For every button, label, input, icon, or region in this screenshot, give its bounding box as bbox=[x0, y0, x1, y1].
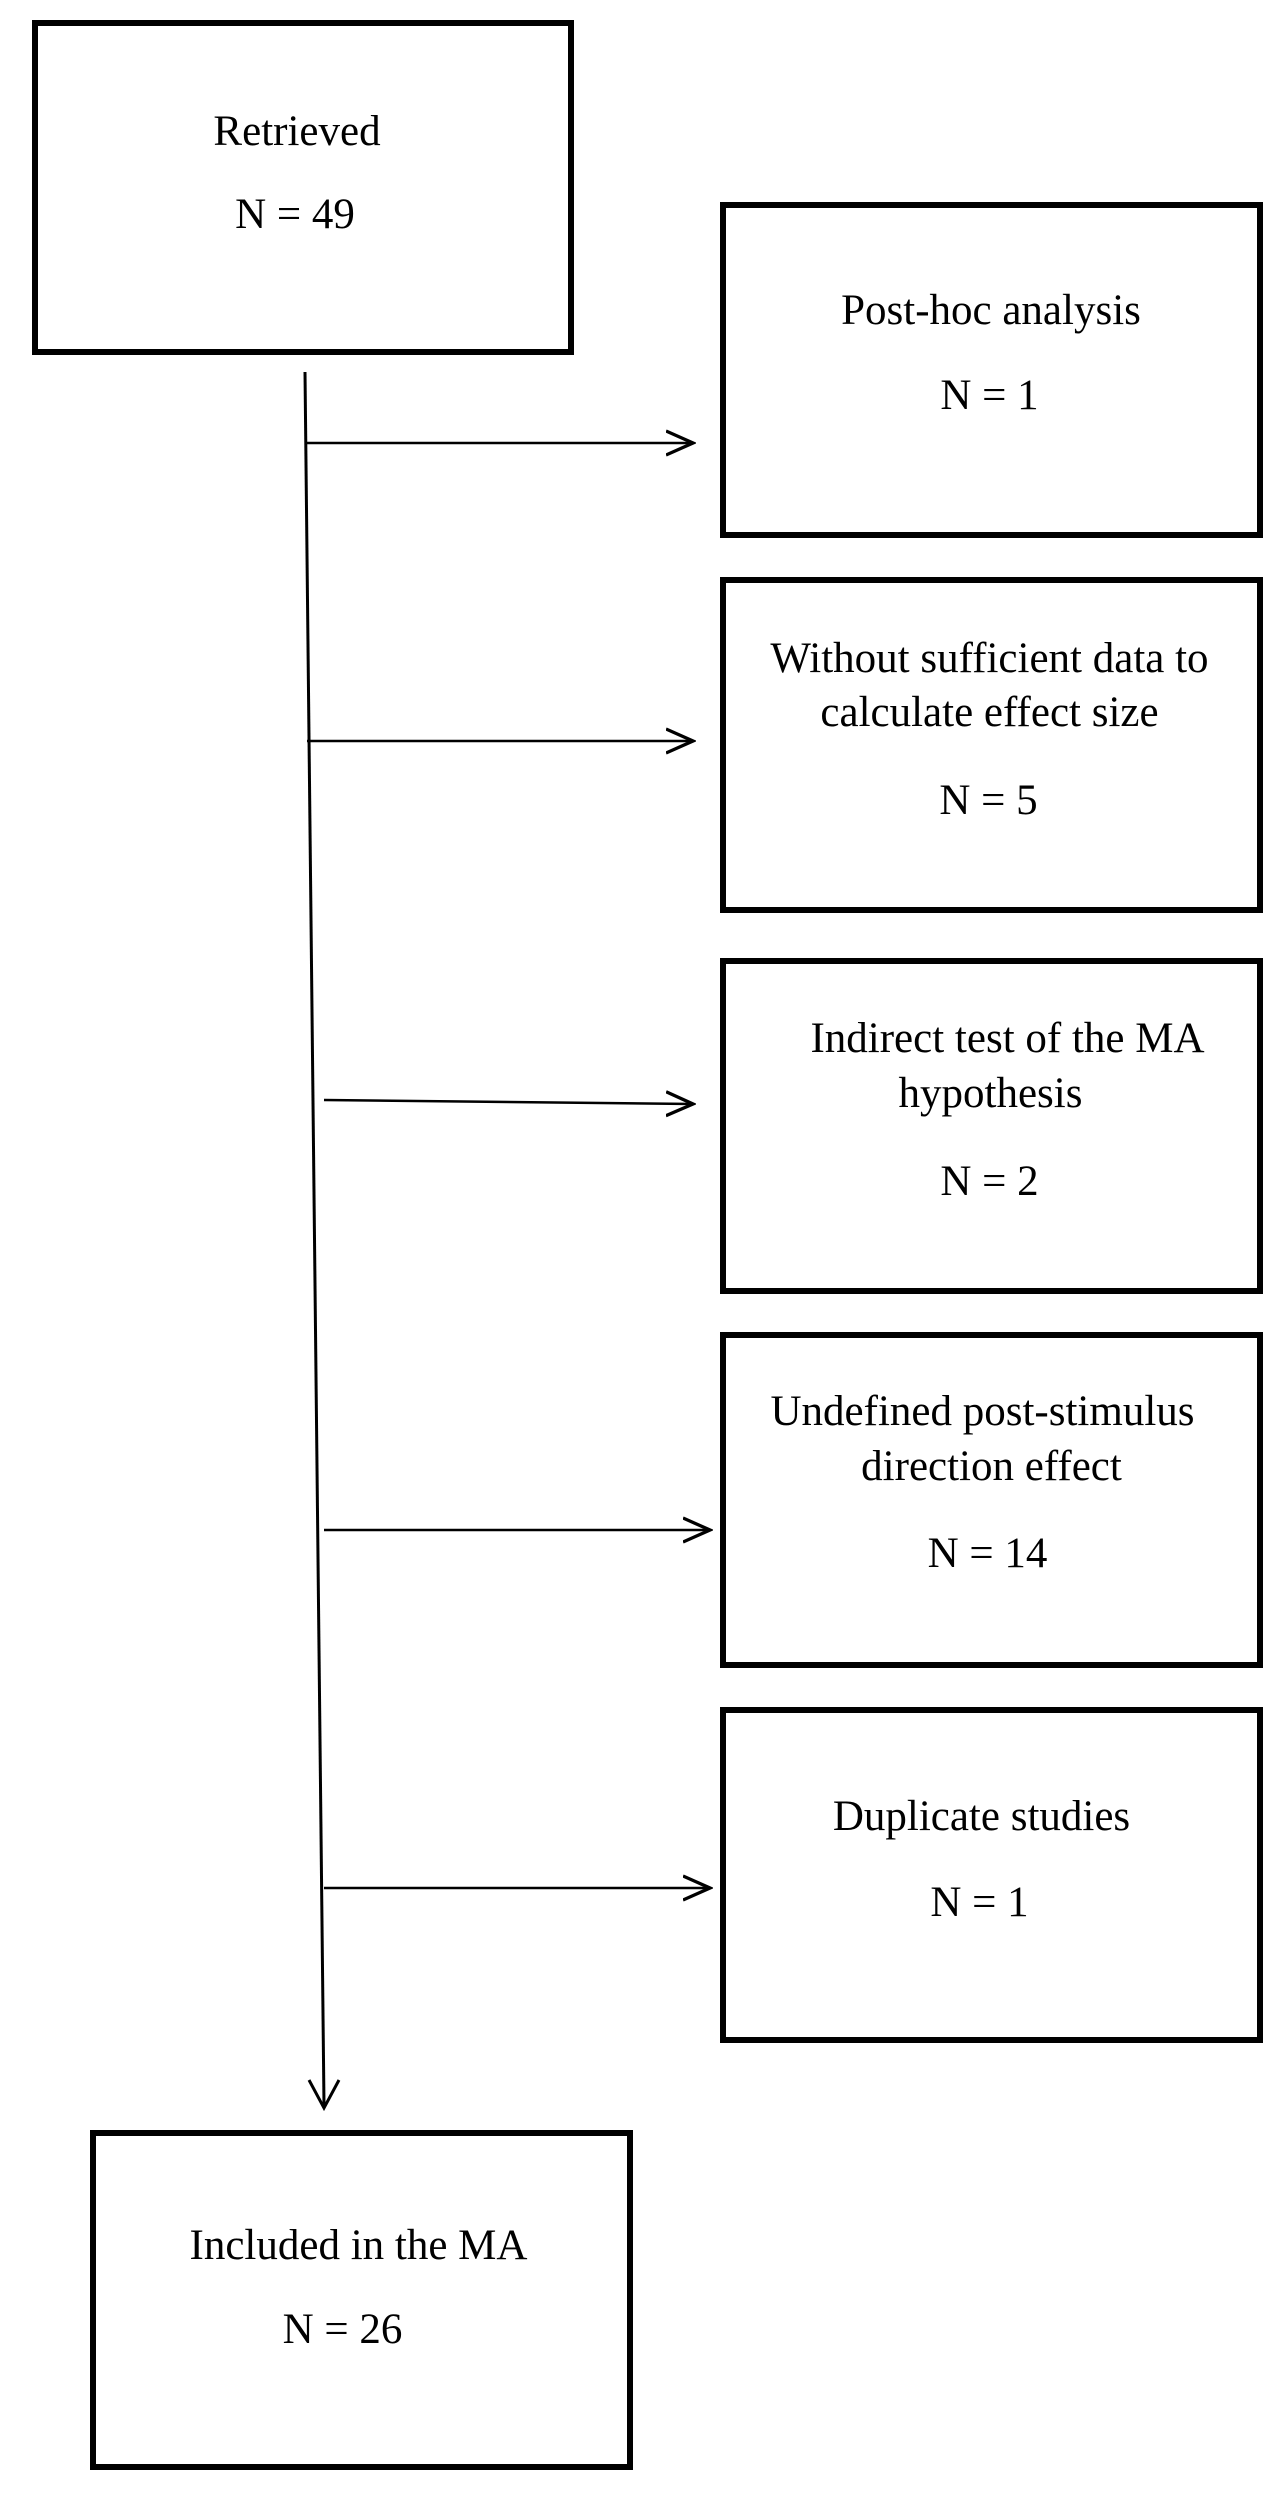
excluded-reason-line: Without sufficient data to bbox=[770, 635, 1209, 682]
excluded-box-duplicates: Duplicate studies N = 1 bbox=[720, 1707, 1263, 2043]
excluded-count: N = 1 bbox=[930, 1879, 1029, 1926]
retrieved-count: N = 49 bbox=[235, 191, 355, 238]
excluded-box-post-hoc: Post-hoc analysis N = 1 bbox=[720, 202, 1263, 538]
excluded-reason-line: hypothesis bbox=[898, 1070, 1083, 1117]
excluded-box-insufficient-data: Without sufficient data to calculate eff… bbox=[720, 577, 1263, 913]
excluded-reason-line: direction effect bbox=[861, 1443, 1122, 1490]
excluded-count: N = 1 bbox=[940, 372, 1039, 419]
excluded-reason-line: Undefined post-stimulus bbox=[770, 1388, 1195, 1435]
included-count: N = 26 bbox=[282, 2306, 403, 2353]
excluded-count: N = 5 bbox=[939, 777, 1038, 824]
included-box: Included in the MA N = 26 bbox=[90, 2130, 633, 2470]
excluded-box-indirect-test: Indirect test of the MA hypothesis N = 2 bbox=[720, 958, 1263, 1294]
excluded-reason-line: Indirect test of the MA bbox=[810, 1015, 1205, 1062]
main-flow-line bbox=[303, 371, 326, 2106]
included-label: Included in the MA bbox=[189, 2222, 528, 2269]
excluded-count: N = 14 bbox=[927, 1530, 1048, 1577]
excluded-count: N = 2 bbox=[940, 1158, 1039, 1205]
excluded-reason-line: Post-hoc analysis bbox=[841, 287, 1141, 334]
main-flow-arrowhead bbox=[307, 2079, 341, 2112]
excluded-box-undefined-effect: Undefined post-stimulus direction effect… bbox=[720, 1332, 1263, 1668]
exclusion-arrow-3 bbox=[323, 1100, 693, 1104]
excluded-reason-line: calculate effect size bbox=[820, 689, 1159, 736]
retrieved-box: Retrieved N = 49 bbox=[32, 20, 574, 355]
retrieved-label: Retrieved bbox=[213, 108, 381, 155]
excluded-reason-line: Duplicate studies bbox=[832, 1793, 1131, 1840]
